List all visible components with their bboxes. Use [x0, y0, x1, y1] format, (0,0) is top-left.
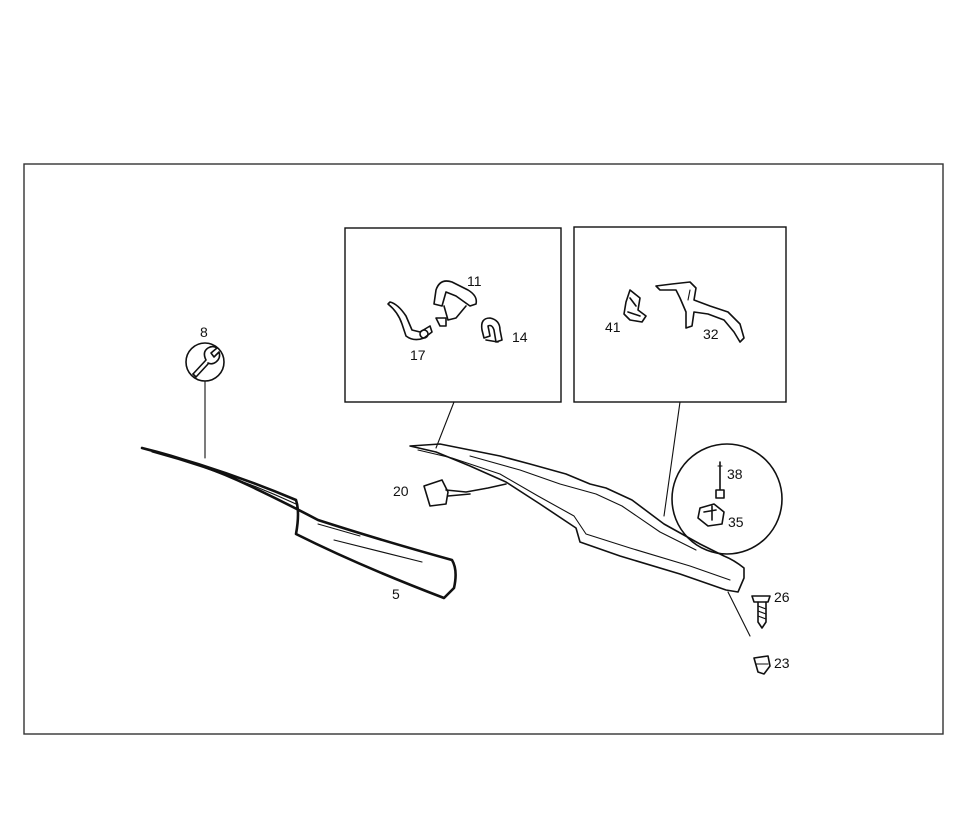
- part-20-clip: [423, 479, 507, 507]
- detail-circle: [671, 443, 783, 555]
- leader-line-23: [727, 591, 751, 637]
- part-23-nut: [753, 655, 771, 675]
- callout-5: 5: [392, 586, 400, 602]
- leader-line-left-box: [435, 401, 455, 449]
- callout-20: 20: [393, 483, 409, 499]
- callout-17: 17: [410, 347, 426, 363]
- part-41-clip: [623, 289, 647, 323]
- part-32-bracket: [655, 281, 745, 343]
- part-35-clip: [697, 503, 725, 527]
- detail-box-right: [573, 226, 787, 403]
- callout-14: 14: [512, 329, 528, 345]
- part-14-clip: [480, 317, 503, 343]
- leader-line-right-box: [663, 401, 681, 517]
- callout-8: 8: [200, 324, 208, 340]
- callout-41: 41: [605, 319, 621, 335]
- callout-26: 26: [774, 589, 790, 605]
- callout-32: 32: [703, 326, 719, 342]
- part-17-clip: [387, 301, 433, 341]
- part-26-screw: [751, 595, 771, 629]
- callout-35: 35: [728, 514, 744, 530]
- callout-23: 23: [774, 655, 790, 671]
- part-38-pin: [715, 461, 725, 499]
- wrench-icon: [185, 342, 225, 382]
- part-5-panel: [140, 446, 457, 600]
- part-11-clip: [433, 280, 478, 327]
- callout-38: 38: [727, 466, 743, 482]
- callout-11: 11: [467, 273, 482, 289]
- detail-box-left: [344, 227, 562, 403]
- trim-seal-strip: [409, 443, 745, 593]
